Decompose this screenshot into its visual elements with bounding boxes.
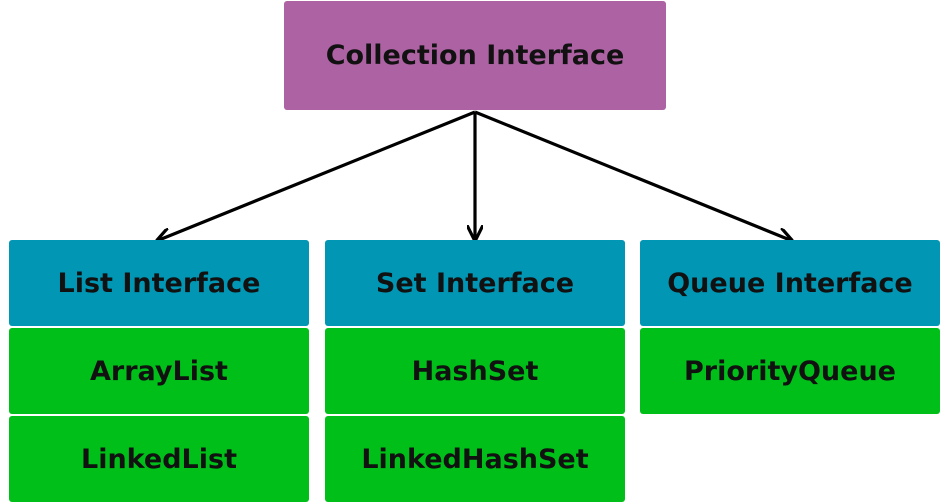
hashset-label: HashSet bbox=[411, 355, 539, 387]
priorityqueue-label: PriorityQueue bbox=[683, 355, 896, 387]
list-interface-node: List Interface bbox=[9, 240, 309, 326]
linkedlist-node: LinkedList bbox=[9, 416, 309, 502]
queue-interface-label: Queue Interface bbox=[667, 267, 913, 299]
priorityqueue-node: PriorityQueue bbox=[640, 328, 940, 414]
linkedhashset-label: LinkedHashSet bbox=[361, 443, 589, 475]
hashset-node: HashSet bbox=[325, 328, 625, 414]
arrow-to-list-interface bbox=[159, 110, 476, 240]
queue-interface-node: Queue Interface bbox=[640, 240, 940, 326]
collection-interface-node: Collection Interface bbox=[284, 1, 666, 110]
list-interface-label: List Interface bbox=[57, 267, 261, 299]
set-interface-node: Set Interface bbox=[325, 240, 625, 326]
linkedhashset-node: LinkedHashSet bbox=[325, 416, 625, 502]
collection-interface-label: Collection Interface bbox=[325, 40, 625, 71]
set-interface-label: Set Interface bbox=[375, 267, 575, 299]
arraylist-node: ArrayList bbox=[9, 328, 309, 414]
arrow-to-queue-interface bbox=[474, 110, 790, 240]
linkedlist-label: LinkedList bbox=[81, 443, 237, 475]
arraylist-label: ArrayList bbox=[90, 355, 228, 387]
